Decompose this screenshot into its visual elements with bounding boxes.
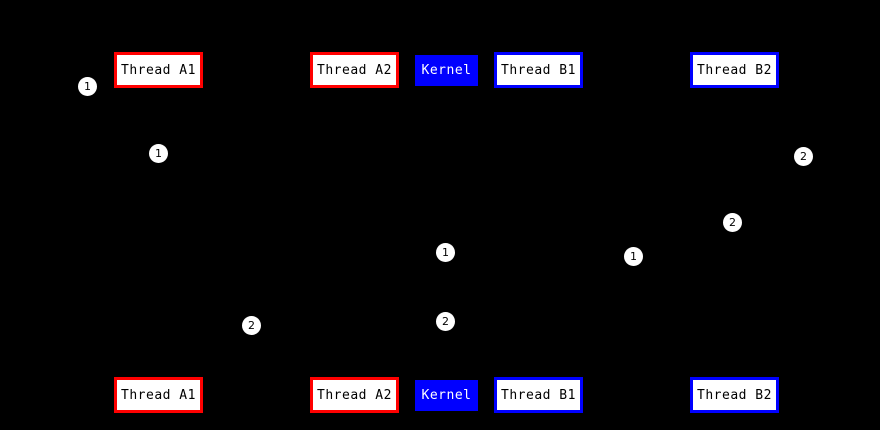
message-arrow-4	[361, 290, 446, 291]
lifeline-thread-a1	[158, 88, 159, 377]
step-badge-number: 2	[248, 319, 255, 332]
step-badge-number: 2	[729, 216, 736, 229]
step-badge-number: 2	[442, 315, 449, 328]
step-badge-number: 1	[442, 246, 449, 259]
participant-label: Kernel	[421, 63, 472, 78]
step-badge-number: 1	[630, 250, 637, 263]
participant-thread-a2-bottom[interactable]: Thread A2	[310, 377, 399, 413]
message-arrow-3	[446, 253, 531, 254]
lifeline-thread-b1	[538, 88, 539, 377]
message-arrow-2	[545, 190, 734, 191]
participant-thread-b1-bottom[interactable]: Thread B1	[494, 377, 583, 413]
step-badge: 1	[149, 144, 168, 163]
participant-thread-b1-top[interactable]: Thread B1	[494, 52, 583, 88]
participant-thread-a1-bottom[interactable]: Thread A1	[114, 377, 203, 413]
lifeline-kernel	[446, 86, 447, 377]
participant-label: Thread B2	[697, 62, 772, 78]
message-arrowhead-1	[347, 117, 354, 125]
participant-kernel-top[interactable]: Kernel	[415, 55, 478, 86]
message-arrow-1	[158, 120, 347, 121]
message-arrowhead-4	[354, 287, 361, 295]
step-badge: 1	[78, 77, 97, 96]
step-badge-number: 1	[84, 80, 91, 93]
step-badge: 2	[794, 147, 813, 166]
step-badge: 1	[624, 247, 643, 266]
participant-label: Thread B1	[501, 62, 576, 78]
participant-label: Thread A2	[317, 387, 392, 403]
participant-label: Thread A1	[121, 387, 196, 403]
message-arrow-5	[165, 345, 354, 346]
participant-thread-a1-top[interactable]: Thread A1	[114, 52, 203, 88]
step-badge: 2	[242, 316, 261, 335]
lifeline-thread-b2	[734, 88, 735, 377]
participant-kernel-bottom[interactable]: Kernel	[415, 380, 478, 411]
step-badge-number: 1	[155, 147, 162, 160]
lifeline-thread-a2	[354, 88, 355, 377]
step-badge-number: 2	[800, 150, 807, 163]
participant-thread-a2-top[interactable]: Thread A2	[310, 52, 399, 88]
step-badge: 1	[436, 243, 455, 262]
participant-label: Thread A2	[317, 62, 392, 78]
step-badge: 2	[723, 213, 742, 232]
participant-label: Thread A1	[121, 62, 196, 78]
participant-label: Thread B1	[501, 387, 576, 403]
step-badge: 2	[436, 312, 455, 331]
message-arrowhead-5	[158, 342, 165, 350]
participant-label: Kernel	[421, 388, 472, 403]
participant-label: Thread B2	[697, 387, 772, 403]
message-arrowhead-3	[531, 250, 538, 258]
participant-thread-b2-top[interactable]: Thread B2	[690, 52, 779, 88]
participant-thread-b2-bottom[interactable]: Thread B2	[690, 377, 779, 413]
message-arrowhead-2	[538, 187, 545, 195]
